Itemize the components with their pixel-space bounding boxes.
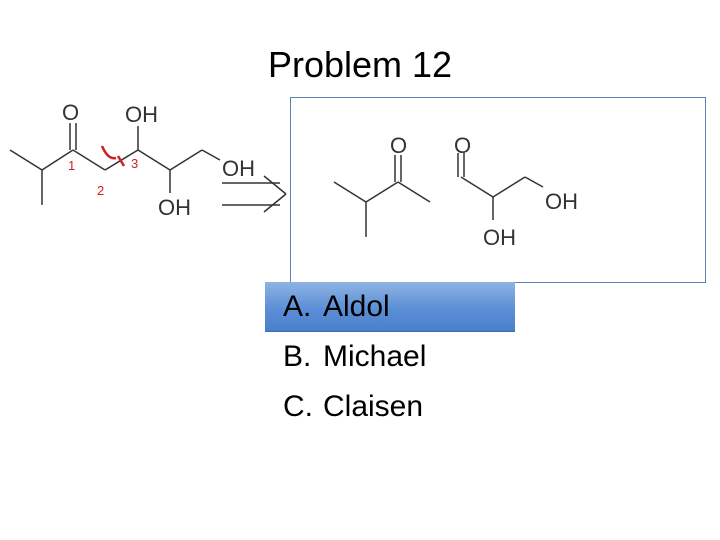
reactant-bonds (9, 123, 287, 213)
products-structure: O O OH OH (333, 133, 578, 250)
reactant-carbonyl-o: O (62, 100, 79, 125)
slide-title: Problem 12 (267, 44, 453, 85)
option-label: Claisen (323, 390, 424, 423)
product-oh-right: OH (545, 189, 578, 214)
disconnection-mark (100, 145, 117, 160)
product-aldehyde-o: O (454, 133, 471, 158)
reactant-oh-top: OH (125, 102, 158, 127)
option-a[interactable]: A. Aldol (265, 282, 515, 332)
option-b[interactable]: B. Michael (265, 332, 515, 382)
option-label: Aldol (323, 290, 390, 323)
product-oh-bottom: OH (483, 225, 516, 250)
option-letter: A. (283, 290, 312, 323)
product-ketone-o: O (390, 133, 407, 158)
option-letter: C. (283, 390, 313, 423)
answer-options: A. Aldol B. Michael C. Claisen (265, 282, 525, 432)
carbon-number-2: 2 (97, 183, 104, 198)
option-letter: B. (283, 340, 312, 373)
reactant-oh-right: OH (222, 156, 255, 181)
reactant-oh-bottom: OH (158, 195, 191, 220)
products-box: O O OH OH (290, 97, 706, 283)
option-label: Michael (323, 340, 427, 373)
carbon-number-1: 1 (68, 158, 75, 173)
disconnection-mark-tick (116, 155, 126, 167)
carbon-number-3: 3 (131, 156, 138, 171)
product-bonds (333, 153, 544, 237)
option-c[interactable]: C. Claisen (265, 382, 515, 432)
